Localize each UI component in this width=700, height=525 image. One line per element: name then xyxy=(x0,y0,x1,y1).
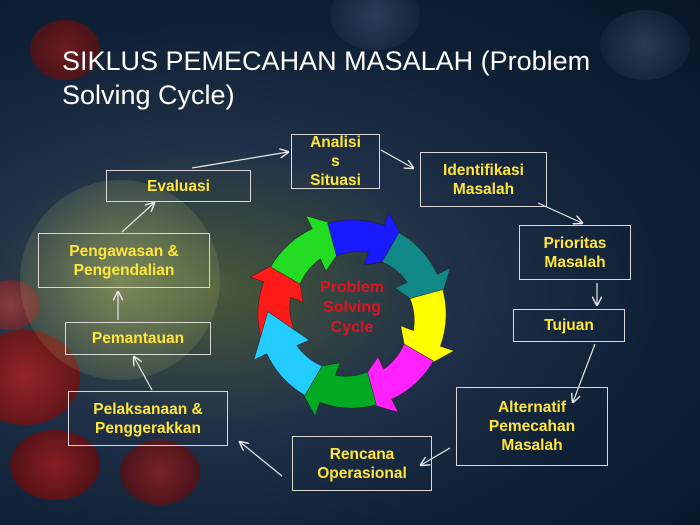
slide-title: SIKLUS PEMECAHAN MASALAH (Problem Solvin… xyxy=(62,46,591,110)
step-analisis-situasi: Analisi s Situasi xyxy=(291,134,380,189)
step-label: Pelaksanaan & Penggerakkan xyxy=(93,400,203,437)
step-label: Pemantauan xyxy=(91,330,185,347)
arrow-pengawasan-evaluasi xyxy=(121,203,154,233)
step-rencana-operasional: Rencana Operasional xyxy=(292,436,432,491)
cycle-center-label: Problem Solving Cycle xyxy=(319,279,384,336)
cycle-arrow-cyan xyxy=(253,311,323,396)
arrow-tujuan-alternatif xyxy=(573,343,596,402)
step-pemantauan: Pemantauan xyxy=(65,322,211,355)
step-label: Analisi s Situasi xyxy=(310,134,361,189)
bg-cell xyxy=(30,20,100,80)
arrow-pelaksanaan-pemantauan xyxy=(134,357,153,391)
step-pengawasan-pengendalian: Pengawasan & Pengendalian xyxy=(38,233,210,288)
step-evaluasi: Evaluasi xyxy=(106,170,251,202)
bg-glow xyxy=(20,180,220,380)
arrow-alternatif-rencana xyxy=(421,447,451,465)
step-label: Rencana Operasional xyxy=(317,445,407,482)
step-label: Pengawasan & Pengendalian xyxy=(69,242,179,279)
step-label: Tujuan xyxy=(544,317,594,334)
bg-cell xyxy=(10,430,100,500)
step-prioritas-masalah: Prioritas Masalah xyxy=(519,225,631,280)
bg-cell xyxy=(120,440,200,505)
step-label: Prioritas Masalah xyxy=(543,234,607,271)
bg-cell xyxy=(600,10,690,80)
step-tujuan: Tujuan xyxy=(513,309,625,342)
arrow-evaluasi-analisis xyxy=(191,152,288,169)
arrow-analisis-identifikasi xyxy=(380,149,413,168)
step-label: Alternatif Pemecahan Masalah xyxy=(488,399,576,454)
step-pelaksanaan-penggerakkan: Pelaksanaan & Penggerakkan xyxy=(68,391,228,446)
step-label: Identifikasi Masalah xyxy=(443,161,524,198)
step-label: Evaluasi xyxy=(147,177,210,195)
arrow-rencana-pelaksanaan xyxy=(240,442,283,477)
step-identifikasi-masalah: Identifikasi Masalah xyxy=(420,152,547,207)
step-alternatif-pemecahan: Alternatif Pemecahan Masalah xyxy=(456,387,608,466)
